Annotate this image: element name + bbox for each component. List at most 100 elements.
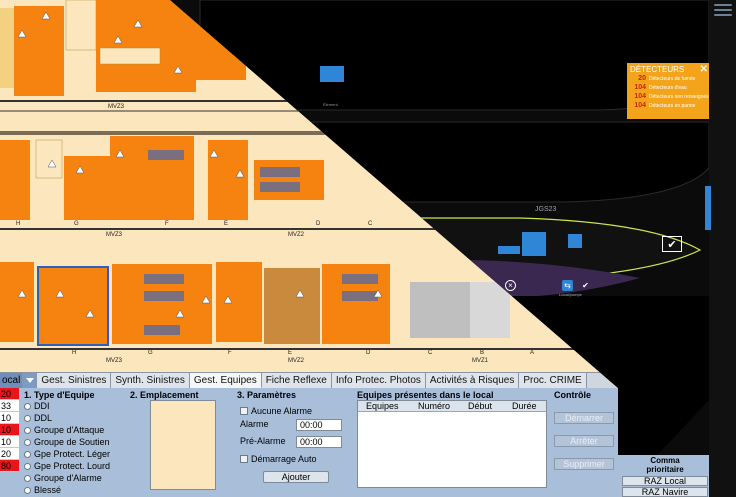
tab-gest-equipes[interactable]: Gest. Equipes	[189, 373, 262, 388]
type-equipe-radio[interactable]: Groupe de Soutien	[24, 436, 110, 448]
type-equipe-radio[interactable]: Groupe d'Attaque	[24, 424, 104, 436]
type-equipe-label: Groupe d'Alarme	[34, 473, 102, 483]
deck2-frame-e: E	[224, 221, 228, 227]
type-equipe-radio[interactable]: DDI	[24, 400, 50, 412]
local-count: 10	[0, 436, 19, 448]
deck3-frame-c: C	[428, 350, 433, 356]
hazard-marker-icon[interactable]	[41, 11, 51, 20]
deck3-frame-d: D	[366, 350, 371, 356]
demarrage-auto-label: Démarrage Auto	[251, 454, 317, 464]
deck2-frame-d: D	[316, 221, 321, 227]
alarme-label: Alarme	[240, 419, 269, 429]
tab-proc-crime[interactable]: Proc. CRIME	[519, 373, 587, 388]
validate-checkbox-icon[interactable]: ✔	[662, 236, 682, 252]
raz-navire-button[interactable]: RAZ Navire	[622, 487, 708, 497]
type-equipe-title: 1. Type d'Equipe	[24, 390, 95, 400]
deck2-frame-h: H	[16, 221, 20, 227]
raz-local-button[interactable]: RAZ Local	[622, 476, 708, 486]
checkmark-icon[interactable]: ✔	[582, 281, 589, 290]
hazard-marker-icon[interactable]	[133, 19, 143, 28]
tab-info-protec-photos[interactable]: Info Protec. Photos	[331, 373, 426, 388]
tab-activites-risques[interactable]: Activités à Risques	[425, 373, 520, 388]
alarme-time-input[interactable]: 00:00	[296, 419, 342, 431]
detecteurs-title: DÉTECTEURS	[630, 65, 685, 74]
compartment-label-jgs23: JGS23	[535, 206, 557, 213]
col-debut[interactable]: Début	[468, 401, 493, 411]
hazard-marker-icon[interactable]	[75, 165, 85, 174]
type-equipe-label: Gpe Protect. Léger	[34, 449, 111, 459]
deck3-zone-mvz3: MVZ3	[106, 358, 123, 364]
scrollbar-handle[interactable]	[705, 186, 711, 230]
selected-room-dark[interactable]	[320, 66, 344, 82]
close-circle-icon[interactable]: ×	[505, 280, 516, 291]
close-icon[interactable]: ✕	[699, 64, 708, 75]
aucune-alarme-checkbox[interactable]: Aucune Alarme	[240, 406, 312, 416]
tab-synth-sinistres[interactable]: Synth. Sinistres	[111, 373, 190, 388]
equipes-table: Equipes Numéro Début Durée	[357, 400, 547, 488]
deck3-frame-h: H	[72, 350, 76, 356]
hazard-marker-icon[interactable]	[115, 149, 125, 158]
type-equipe-label: Blessé	[34, 485, 62, 495]
parametres-title: 3. Paramètres	[237, 390, 297, 400]
demarrage-auto-checkbox[interactable]: Démarrage Auto	[240, 454, 317, 464]
type-equipe-radio[interactable]: Gpe Protect. Léger	[24, 448, 110, 460]
hamburger-menu-icon[interactable]	[714, 4, 732, 18]
element-label: Élément	[323, 102, 338, 107]
radio-icon	[24, 486, 31, 494]
deck-2: H G F E D C MVZ3 MVZ2	[0, 131, 440, 238]
pump-caption: Local/pompe	[559, 292, 582, 297]
hazard-marker-icon[interactable]	[17, 289, 27, 298]
pre-alarme-label: Pré-Alarme	[240, 436, 286, 446]
hazard-marker-icon[interactable]	[113, 35, 123, 44]
local-count: 80	[0, 460, 19, 472]
local-count: 10	[0, 424, 19, 436]
chevron-down-icon[interactable]	[23, 373, 38, 388]
type-equipe-radio[interactable]: Gpe Protect. Lourd	[24, 460, 110, 472]
type-equipe-radio[interactable]: Groupe d'Alarme	[24, 472, 102, 484]
radio-icon	[24, 414, 31, 422]
tab-fiche-reflexe[interactable]: Fiche Reflexe	[261, 373, 332, 388]
col-equipes[interactable]: Equipes	[366, 401, 399, 411]
selected-compartment[interactable]	[37, 266, 109, 346]
module-tab-bar: ocal Gest. Sinistres Synth. Sinistres Ge…	[0, 372, 618, 388]
deck3-zone-mvz1: MVZ1	[472, 358, 489, 364]
hazard-marker-icon[interactable]	[17, 29, 27, 38]
radio-icon	[24, 462, 31, 470]
tab-local[interactable]: ocal	[0, 373, 24, 388]
deck1-zone-label: MVZ3	[108, 104, 125, 110]
aucune-alarme-label: Aucune Alarme	[251, 406, 313, 416]
hazard-marker-icon[interactable]	[85, 309, 95, 318]
demarrer-button[interactable]: Démarrer	[554, 412, 614, 424]
tab-gest-sinistres[interactable]: Gest. Sinistres	[37, 373, 112, 388]
type-equipe-radio[interactable]: Blessé	[24, 484, 61, 496]
pre-alarme-time-input[interactable]: 00:00	[296, 436, 342, 448]
deck3-frame-e: E	[288, 350, 292, 356]
col-duree[interactable]: Durée	[512, 401, 537, 411]
type-equipe-label: Groupe de Soutien	[34, 437, 110, 447]
local-count: 33	[0, 400, 19, 412]
radio-icon	[24, 450, 31, 458]
deck3-frame-g: G	[148, 350, 153, 356]
hazard-marker-icon[interactable]	[55, 289, 65, 298]
type-equipe-radio[interactable]: DDL	[24, 412, 52, 424]
type-equipe-label: Groupe d'Attaque	[34, 425, 105, 435]
arreter-button[interactable]: Arrêter	[554, 435, 614, 447]
emplacement-title: 2. Emplacement	[130, 390, 199, 400]
radio-icon	[24, 426, 31, 434]
ajouter-button[interactable]: Ajouter	[263, 471, 329, 483]
deck2-frame-g: G	[74, 221, 79, 227]
pump-icon[interactable]: ⇆	[562, 280, 573, 291]
emplacement-map[interactable]	[150, 400, 216, 490]
local-count: 20	[0, 448, 19, 460]
deck2-frame-c: C	[368, 221, 373, 227]
hazard-marker-icon[interactable]	[47, 159, 57, 168]
supprimer-button[interactable]: Supprimer	[554, 458, 614, 470]
col-numero[interactable]: Numéro	[418, 401, 451, 411]
